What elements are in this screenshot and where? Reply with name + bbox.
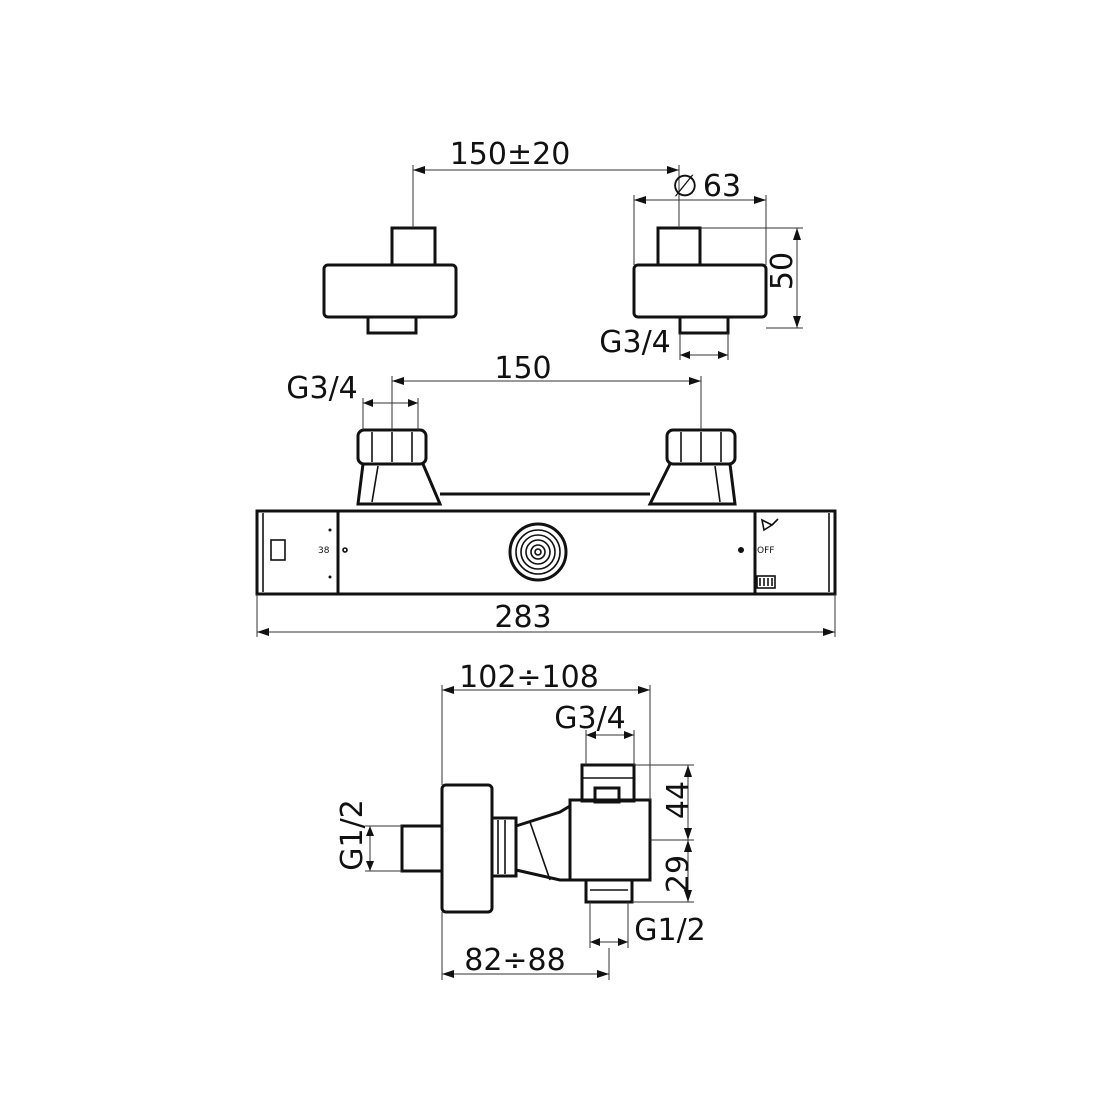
side-view: 102÷108 G3/4 44 29 [335,660,706,980]
thermostat-body: 38 OFF [255,509,837,596]
diameter-symbol: ∅ [672,169,698,204]
side-body [568,763,652,904]
thread-value: G3/4 [599,325,671,360]
overall-length-dimension: 283 [256,594,836,637]
inlet-spacing-dimension: 150 [391,351,702,430]
right-wall-connector [632,226,768,335]
wall-thread-value: G1/2 [335,799,370,871]
height-value: 50 [765,252,800,290]
inlet-thread-dimension: G3/4 [286,371,419,430]
shower-icon [760,518,779,532]
inlet-thread-value: G3/4 [286,371,358,406]
diameter-value: 63 [703,169,741,204]
spacing-dimension: 150±20 [412,137,680,228]
outlet-thread-dimension: G3/4 [554,701,635,765]
temperature-mark: 38 [318,546,330,556]
inlet-height-dimension: 29 [632,840,696,903]
diameter-dimension: ∅ 63 [633,169,767,265]
left-inlet [356,428,443,506]
depth-dimension: 102÷108 [441,660,651,800]
off-label: OFF [757,546,774,556]
outlet-thread-value: G3/4 [554,701,626,736]
spacing-value: 150±20 [450,137,571,172]
top-view: 150±20 ∅ 63 50 G3/4 [322,137,803,360]
inlet-spacing-value: 150 [494,351,551,386]
left-wall-connector [322,226,458,335]
right-inlet [647,428,737,506]
thread-dimension: G3/4 [599,325,729,360]
front-view: 38 OFF [255,351,837,637]
base-dimension: 82÷88 [441,912,610,980]
outlet-height-value: 44 [661,781,696,819]
bottom-thread-dimension: G1/2 [589,902,706,948]
base-value: 82÷88 [464,943,565,978]
height-dimension: 50 [700,227,803,329]
outlet-height-dimension: 44 [634,764,696,841]
bottom-thread-value: G1/2 [634,913,706,948]
wall-thread-dimension: G1/2 [335,799,402,872]
depth-value: 102÷108 [459,660,599,695]
inlet-height-value: 29 [661,855,696,893]
side-connector [400,783,572,914]
overall-length-value: 283 [494,600,551,635]
control-knob [508,522,568,582]
